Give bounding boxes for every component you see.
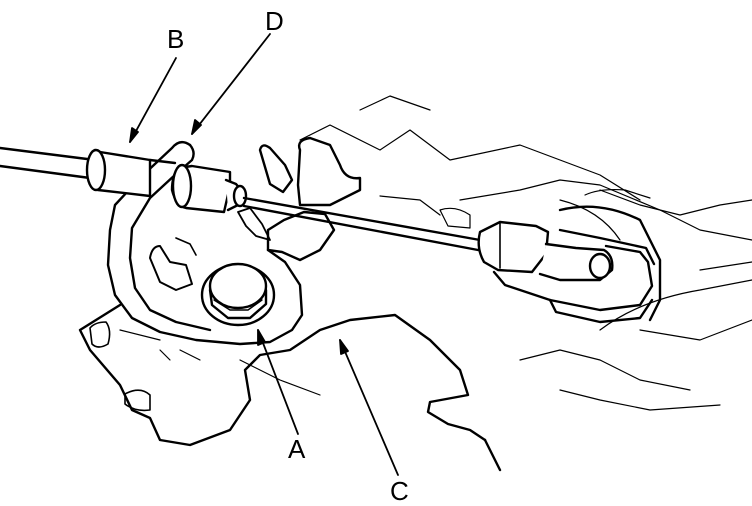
callout-label-c: C — [390, 476, 409, 506]
arrow-icon — [129, 33, 399, 476]
lever-cable-end — [477, 205, 662, 324]
cable-end-fitting — [170, 163, 248, 214]
callout-label-d: D — [265, 6, 284, 36]
callout-label-b: B — [167, 24, 185, 54]
cable-icon — [0, 146, 177, 198]
body-panel — [119, 95, 752, 411]
inner-cable — [242, 196, 482, 252]
bolt-icon — [200, 262, 276, 327]
callout-label-a: A — [288, 434, 306, 464]
